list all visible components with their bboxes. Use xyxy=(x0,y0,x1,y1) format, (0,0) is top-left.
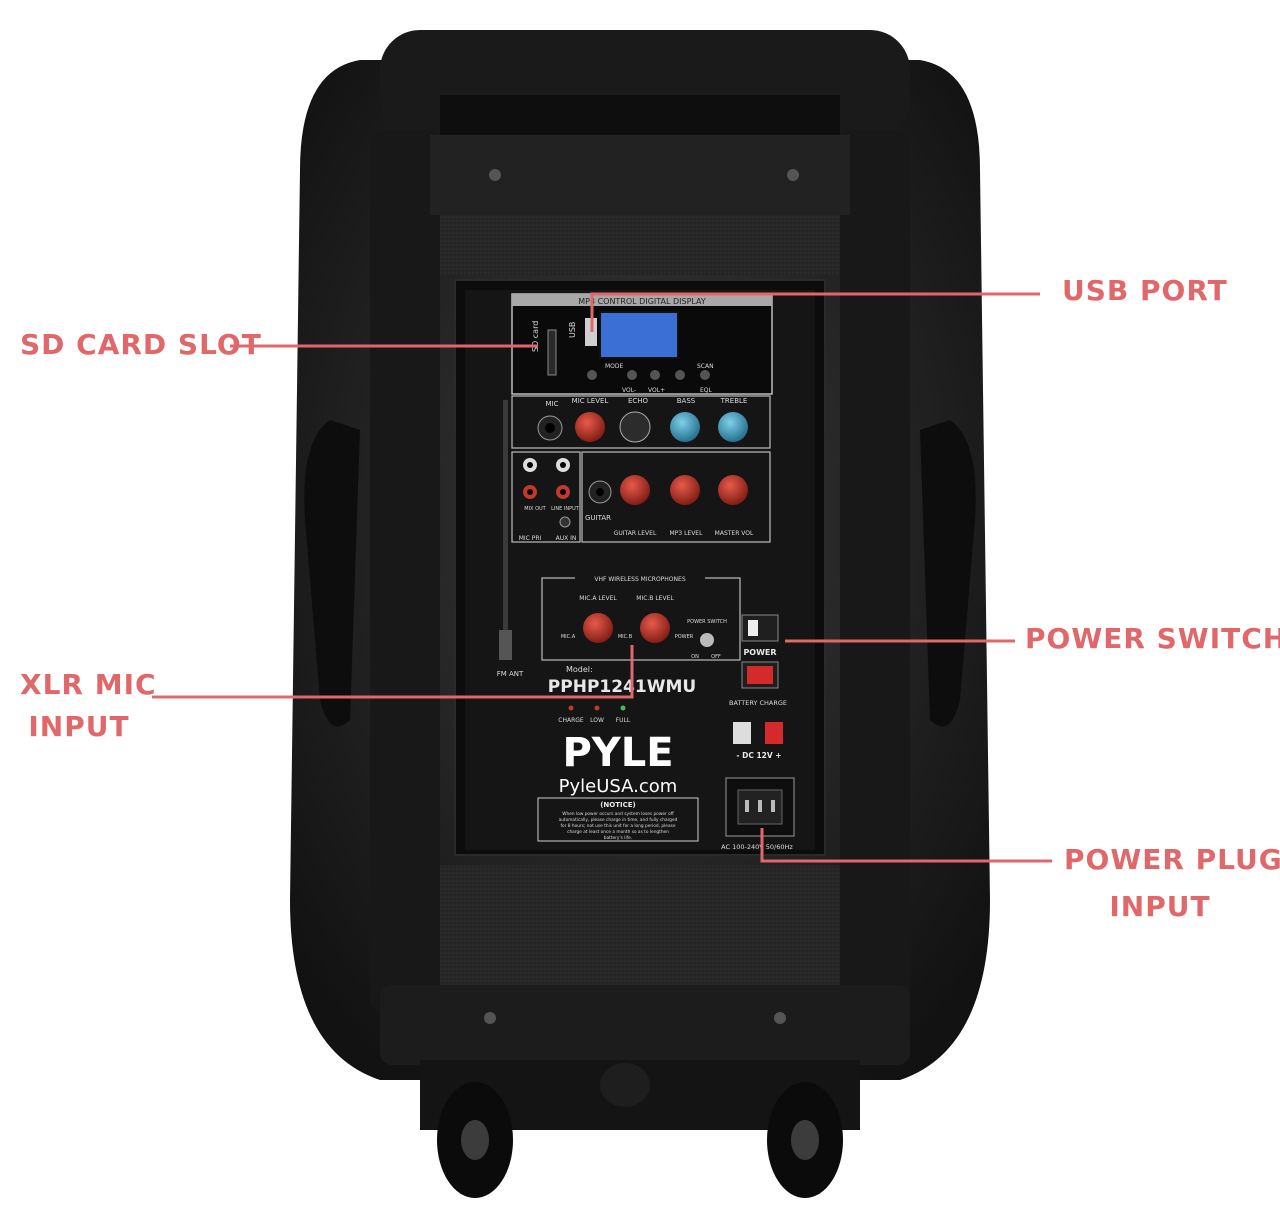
mic-level-knob[interactable] xyxy=(575,412,605,442)
trolley-handle xyxy=(370,30,910,1065)
guitar-level-knob[interactable] xyxy=(620,475,650,505)
bass-label: BASS xyxy=(677,397,696,405)
power-plug-callout-line-1: POWER PLUG xyxy=(1064,843,1280,876)
guitar-label: GUITAR xyxy=(585,514,611,522)
mp3-level-knob[interactable] xyxy=(670,475,700,505)
mic-label: MIC xyxy=(546,400,559,408)
notice-line-5: battery's life. xyxy=(604,835,632,841)
usb-port-callout: USB PORT xyxy=(1062,274,1228,307)
mic-pri-label: MIC PRI xyxy=(519,535,542,542)
aux-in-label: AUX IN xyxy=(556,535,577,542)
wireless-power-button[interactable] xyxy=(700,633,714,647)
model-number: PPHP1241WMU xyxy=(548,677,696,697)
power-plug-callout-line-2: INPUT xyxy=(1109,890,1211,923)
usb-label: USB xyxy=(568,322,577,338)
power-switch[interactable] xyxy=(748,620,758,636)
battery-charge-label: BATTERY CHARGE xyxy=(729,699,787,707)
vol-minus-label: VOL- xyxy=(622,387,636,394)
sd-card-slot[interactable] xyxy=(547,329,557,376)
eq-label: EQL xyxy=(700,387,713,394)
power-led-label: POWER xyxy=(675,634,694,640)
usb-port-line xyxy=(590,292,1040,332)
scan-label: SCAN xyxy=(697,363,714,370)
fm-antenna xyxy=(503,400,508,640)
mic-b-label: MIC.B xyxy=(618,634,633,640)
website-label: PyleUSA.com xyxy=(559,776,678,797)
power-label: POWER xyxy=(743,648,776,657)
mode-label: MODE xyxy=(605,363,624,370)
charge-led-label: CHARGE xyxy=(558,717,584,724)
fm-ant-label: FM ANT xyxy=(497,670,524,678)
on-label: ON xyxy=(691,654,699,660)
treble-knob[interactable] xyxy=(718,412,748,442)
brand-logo: PYLE xyxy=(562,730,673,776)
master-vol-label: MASTER VOL xyxy=(715,530,754,537)
notice-line-1: When low power occurs and system loses p… xyxy=(562,811,674,817)
master-vol-knob[interactable] xyxy=(718,475,748,505)
model-label: Model: xyxy=(566,665,593,674)
mic-level-label: MIC LEVEL xyxy=(572,397,609,405)
mp3-header: MP3 CONTROL DIGITAL DISPLAY xyxy=(578,297,706,306)
full-led-label: FULL xyxy=(616,717,631,724)
dc-terminal-black[interactable] xyxy=(733,722,751,744)
xlr-mic-line xyxy=(152,645,634,699)
echo-label: ECHO xyxy=(628,397,649,405)
notice-line-3: for 8 hours; not use this unit for a lon… xyxy=(561,823,676,829)
mic-b-level-knob[interactable] xyxy=(640,613,670,643)
power-plug-line xyxy=(760,828,1052,863)
low-led-label: LOW xyxy=(590,717,604,724)
guitar-level-label: GUITAR LEVEL xyxy=(614,530,657,537)
power-rocker-red[interactable] xyxy=(747,666,773,684)
treble-label: TREBLE xyxy=(720,397,748,405)
sd-card-label: SD card xyxy=(531,321,540,352)
mic-a-level-knob[interactable] xyxy=(583,613,613,643)
dc-terminal-red[interactable] xyxy=(765,722,783,744)
mp3-buttons xyxy=(587,370,710,380)
off-label: OFF xyxy=(711,654,721,660)
notice-title: (NOTICE) xyxy=(600,801,636,809)
ac-label: AC 100-240V 50/60Hz xyxy=(721,843,793,851)
xlr-mic-callout-line-1: XLR MIC xyxy=(20,668,157,701)
vhf-header: VHF WIRELESS MICROPHONES xyxy=(594,576,685,583)
line-input-label: LINE INPUT xyxy=(551,506,580,512)
xlr-mic-callout-line-2: INPUT xyxy=(28,710,130,743)
power-switch-callout: POWER SWITCH xyxy=(1025,622,1280,655)
wheels xyxy=(420,1060,860,1198)
bass-knob[interactable] xyxy=(670,412,700,442)
notice-line-2: automatically, please charge in time, an… xyxy=(559,817,678,823)
mix-out-label: MIX OUT xyxy=(524,506,546,512)
mic-a-level-label: MIC.A LEVEL xyxy=(579,595,617,602)
notice-line-4: charge at least once a month so as to le… xyxy=(567,829,669,835)
control-panel: MP3 CONTROL DIGITAL DISPLAY SD card USB … xyxy=(454,279,826,856)
dc-label: - DC 12V + xyxy=(736,751,781,760)
lcd-display xyxy=(599,311,679,359)
vol-plus-label: VOL+ xyxy=(648,387,665,394)
mic-b-level-label: MIC.B LEVEL xyxy=(636,595,674,602)
mic-a-label: MIC.A xyxy=(561,634,576,640)
power-switch-small-label: POWER SWITCH xyxy=(687,619,727,625)
mp3-level-label: MP3 LEVEL xyxy=(670,530,704,537)
sd-card-slot-callout: SD CARD SLOT xyxy=(20,328,262,361)
echo-knob[interactable] xyxy=(619,411,651,443)
callout-lines xyxy=(152,292,1052,863)
